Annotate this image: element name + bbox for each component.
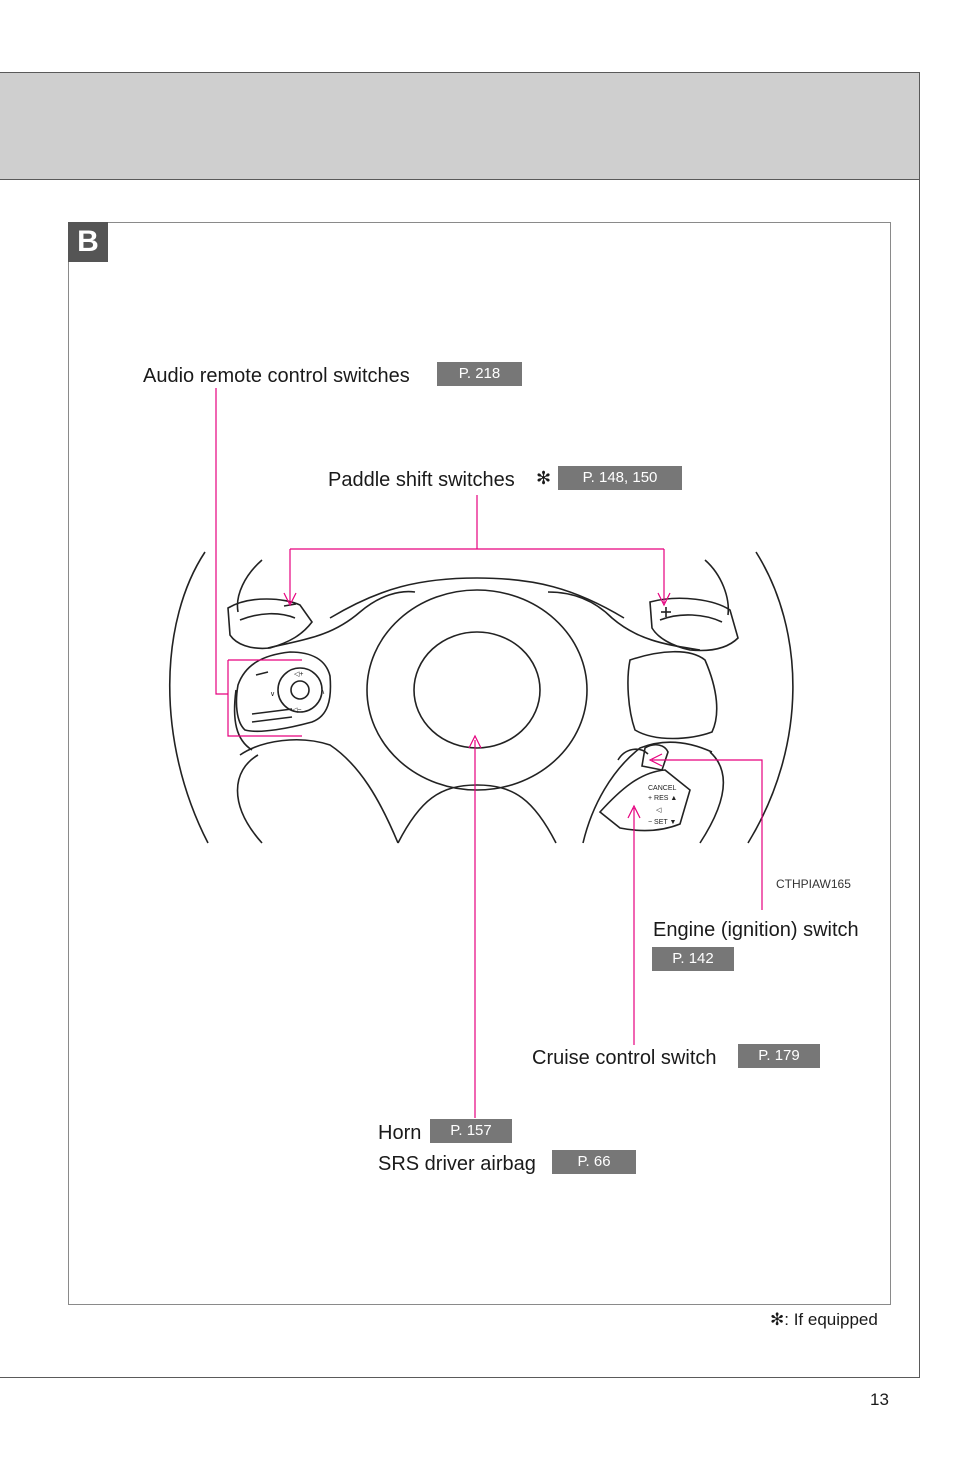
horn-page-ref[interactable]: P. 157 xyxy=(430,1119,512,1143)
svg-text:+ RES ▲: + RES ▲ xyxy=(648,795,677,802)
paddle-shift-label: Paddle shift switches xyxy=(328,469,515,491)
diagram-frame xyxy=(68,222,891,1305)
steering-wheel-drawing xyxy=(168,551,794,844)
footnote-asterisk: ✻ xyxy=(770,1310,785,1329)
engine-switch-label: Engine (ignition) switch xyxy=(653,919,859,941)
leader-arrowheads xyxy=(283,592,671,819)
audio-remote-label: Audio remote control switches xyxy=(143,365,410,387)
svg-text:◁: ◁ xyxy=(656,807,662,814)
engine-switch-page-ref[interactable]: P. 142 xyxy=(652,947,734,971)
image-code: CTHPIAW165 xyxy=(776,877,851,891)
audio-remote-page-ref[interactable]: P. 218 xyxy=(437,362,522,386)
footnote: ✻: If equipped xyxy=(770,1310,878,1330)
svg-text:◁+: ◁+ xyxy=(294,671,303,678)
page-number: 13 xyxy=(870,1390,889,1409)
svg-text:CANCEL: CANCEL xyxy=(648,785,677,792)
svg-text:∧: ∧ xyxy=(320,689,325,696)
page-border-right xyxy=(919,180,920,1378)
section-badge: B xyxy=(68,222,108,262)
header-band xyxy=(0,72,920,180)
page-border-bottom xyxy=(0,1377,920,1378)
paddle-shift-page-ref[interactable]: P. 148, 150 xyxy=(558,466,682,490)
footnote-text: : If equipped xyxy=(784,1310,878,1329)
srs-airbag-label: SRS driver airbag xyxy=(378,1153,536,1175)
svg-text:◁−: ◁− xyxy=(292,707,301,714)
svg-text:∨: ∨ xyxy=(270,691,275,698)
leader-lines xyxy=(215,388,763,1118)
if-equipped-asterisk: ✻ xyxy=(536,468,552,488)
svg-text:− SET ▼: − SET ▼ xyxy=(648,819,676,826)
cruise-control-page-ref[interactable]: P. 179 xyxy=(738,1044,820,1068)
srs-airbag-page-ref[interactable]: P. 66 xyxy=(552,1150,636,1174)
cruise-control-label: Cruise control switch xyxy=(532,1047,717,1069)
horn-label: Horn xyxy=(378,1122,422,1144)
switch-markings: ◁+ ◁− ∨ ∧ + RES ▲ ◁ − SET ▼ CANCEL xyxy=(270,671,677,826)
